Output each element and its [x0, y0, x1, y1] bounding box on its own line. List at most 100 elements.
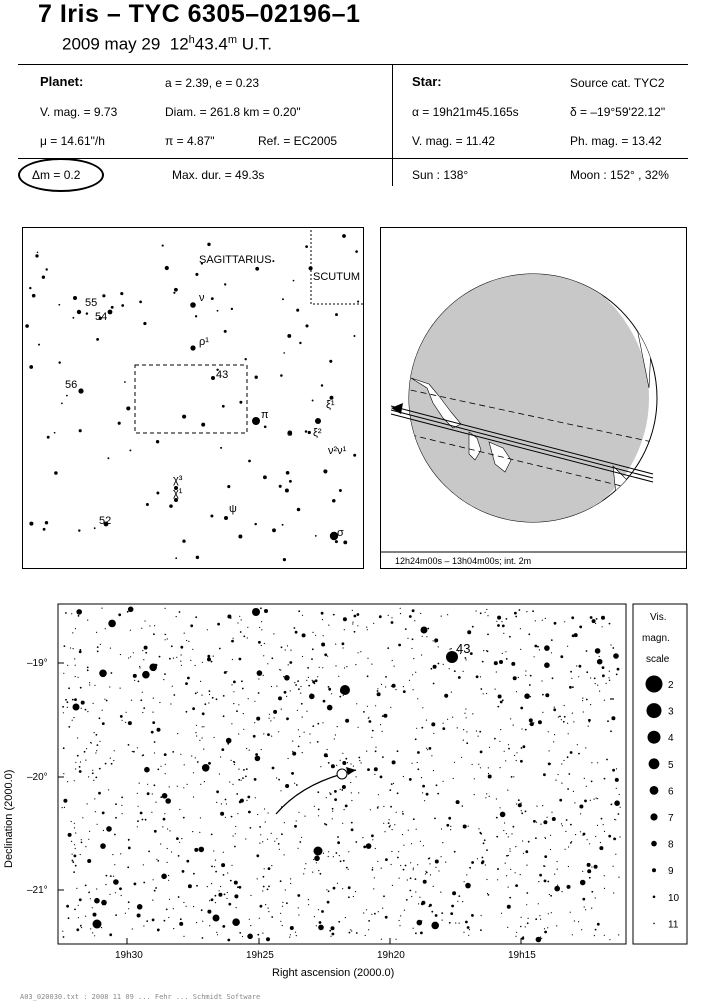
- field-star: [231, 684, 233, 686]
- landmass: [488, 441, 512, 473]
- field-star: [318, 666, 320, 668]
- field-star: [74, 847, 76, 850]
- field-star: [385, 686, 387, 688]
- field-star: [434, 914, 438, 917]
- field-star: [432, 682, 435, 685]
- field-star: [248, 749, 250, 751]
- field-star: [559, 798, 563, 802]
- field-star: [257, 692, 260, 694]
- field-star: [448, 668, 450, 670]
- field-star: [368, 716, 370, 718]
- field-star: [74, 698, 77, 701]
- field-star: [553, 708, 557, 712]
- star-label-55: 55: [85, 297, 97, 309]
- field-star: [62, 705, 64, 708]
- field-star: [369, 809, 371, 811]
- field-star: [615, 768, 618, 770]
- field-star: [121, 813, 123, 815]
- field-star: [582, 834, 584, 836]
- field-star: [372, 839, 374, 841]
- field-star: [221, 863, 226, 868]
- field-star: [289, 934, 291, 936]
- field-star: [220, 811, 225, 816]
- field-star: [453, 761, 456, 763]
- field-star: [85, 759, 87, 761]
- field-star: [327, 890, 330, 893]
- field-star: [236, 710, 238, 713]
- field-star: [115, 803, 117, 806]
- finder-star: [98, 316, 102, 321]
- field-star: [561, 825, 564, 827]
- field-star: [294, 682, 296, 684]
- field-star: [237, 813, 239, 815]
- y-tick-label: –21°: [27, 885, 48, 896]
- field-star: [360, 762, 362, 764]
- field-star: [342, 617, 347, 622]
- field-star: [216, 801, 218, 803]
- field-star: [300, 685, 302, 688]
- field-star: [338, 675, 340, 677]
- field-star: [585, 785, 587, 787]
- field-star: [177, 733, 179, 735]
- field-star: [535, 918, 538, 921]
- field-star: [326, 889, 328, 891]
- finder-bright-star: [174, 486, 178, 490]
- field-star: [96, 750, 98, 752]
- field-star: [357, 652, 359, 654]
- field-star: [352, 621, 354, 623]
- field-star: [301, 655, 304, 658]
- field-star: [185, 682, 188, 685]
- field-star: [156, 727, 161, 732]
- field-star: [603, 777, 606, 780]
- field-star: [315, 634, 317, 636]
- field-star: [545, 693, 550, 698]
- field-star: [229, 879, 232, 882]
- field-star: [65, 612, 67, 614]
- field-star: [281, 905, 284, 907]
- hour-unit: h: [188, 34, 195, 46]
- field-star: [283, 676, 285, 678]
- field-star: [65, 698, 67, 701]
- field-star: [317, 808, 320, 811]
- field-star: [257, 813, 259, 816]
- field-star: [520, 802, 522, 804]
- finder-star: [120, 292, 124, 296]
- field-star: [586, 862, 591, 867]
- field-star: [465, 920, 468, 924]
- field-star: [311, 658, 313, 660]
- field-star: [127, 744, 130, 746]
- finder-star: [61, 402, 63, 405]
- field-star: [463, 881, 465, 883]
- field-star: [247, 933, 253, 940]
- field-star: [227, 872, 229, 874]
- field-star: [389, 789, 392, 791]
- finder-stars: [25, 234, 360, 562]
- field-star: [168, 874, 170, 877]
- field-star: [571, 712, 574, 714]
- finder-star: [280, 374, 283, 377]
- field-star: [537, 903, 539, 905]
- field-star: [594, 928, 597, 931]
- field-star: [270, 832, 272, 834]
- field-star: [88, 776, 90, 778]
- field-star: [67, 664, 69, 666]
- field-star: [254, 797, 256, 799]
- field-star: [141, 818, 144, 821]
- field-star: [366, 629, 368, 631]
- field-star: [242, 713, 244, 715]
- field-star: [524, 728, 527, 731]
- field-star: [68, 726, 71, 728]
- field-star: [323, 753, 328, 758]
- field-star: [106, 826, 112, 832]
- field-star: [79, 924, 82, 927]
- field-star: [227, 938, 231, 942]
- field-star: [449, 648, 451, 650]
- field-star: [591, 907, 593, 909]
- field-star: [355, 932, 358, 934]
- field-star: [475, 730, 477, 732]
- field-star: [596, 922, 600, 926]
- field-star: [440, 856, 442, 858]
- field-star: [578, 664, 582, 668]
- field-star: [431, 724, 433, 726]
- field-star: [214, 902, 216, 904]
